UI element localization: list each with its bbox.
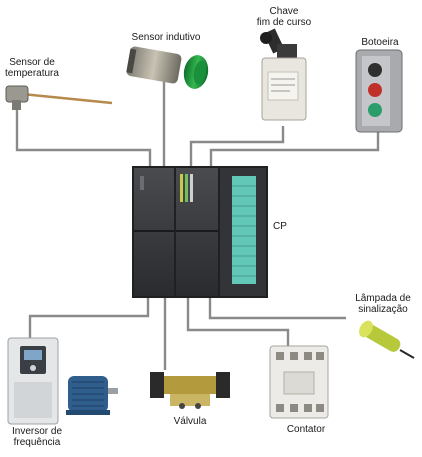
label-plc: CP: [270, 221, 290, 232]
cable-limit-switch: [191, 126, 283, 168]
inductive-sensor-icon: [126, 46, 211, 91]
frequency-inverter-icon: [8, 338, 58, 424]
label-limit-switch: Chave fim de curso: [248, 6, 320, 28]
plc-icon: [132, 166, 268, 298]
label-inductive-sensor: Sensor indutivo: [118, 32, 214, 43]
cable-lamp: [210, 298, 346, 318]
temperature-sensor-icon: [6, 86, 112, 110]
cable-inverter: [30, 298, 148, 340]
label-frequency-inverter: Inversor de frequência: [2, 426, 72, 448]
valve-icon: [150, 372, 230, 409]
pushbutton-station-icon: [356, 50, 402, 132]
motor-icon: [66, 376, 118, 415]
cable-temperature: [17, 108, 150, 168]
label-valve: Válvula: [160, 416, 220, 427]
cable-contactor: [188, 298, 288, 346]
contactor-icon: [270, 346, 328, 418]
label-pushbutton-station: Botoeira: [350, 37, 410, 48]
limit-switch-icon: [260, 28, 306, 120]
label-contactor: Contator: [276, 424, 336, 435]
label-signal-lamp: Lâmpada de sinalização: [346, 293, 420, 315]
cable-pushbutton: [211, 124, 378, 168]
signal-lamp-icon: [356, 318, 414, 358]
label-temperature-sensor: Sensor de temperatura: [2, 57, 62, 79]
